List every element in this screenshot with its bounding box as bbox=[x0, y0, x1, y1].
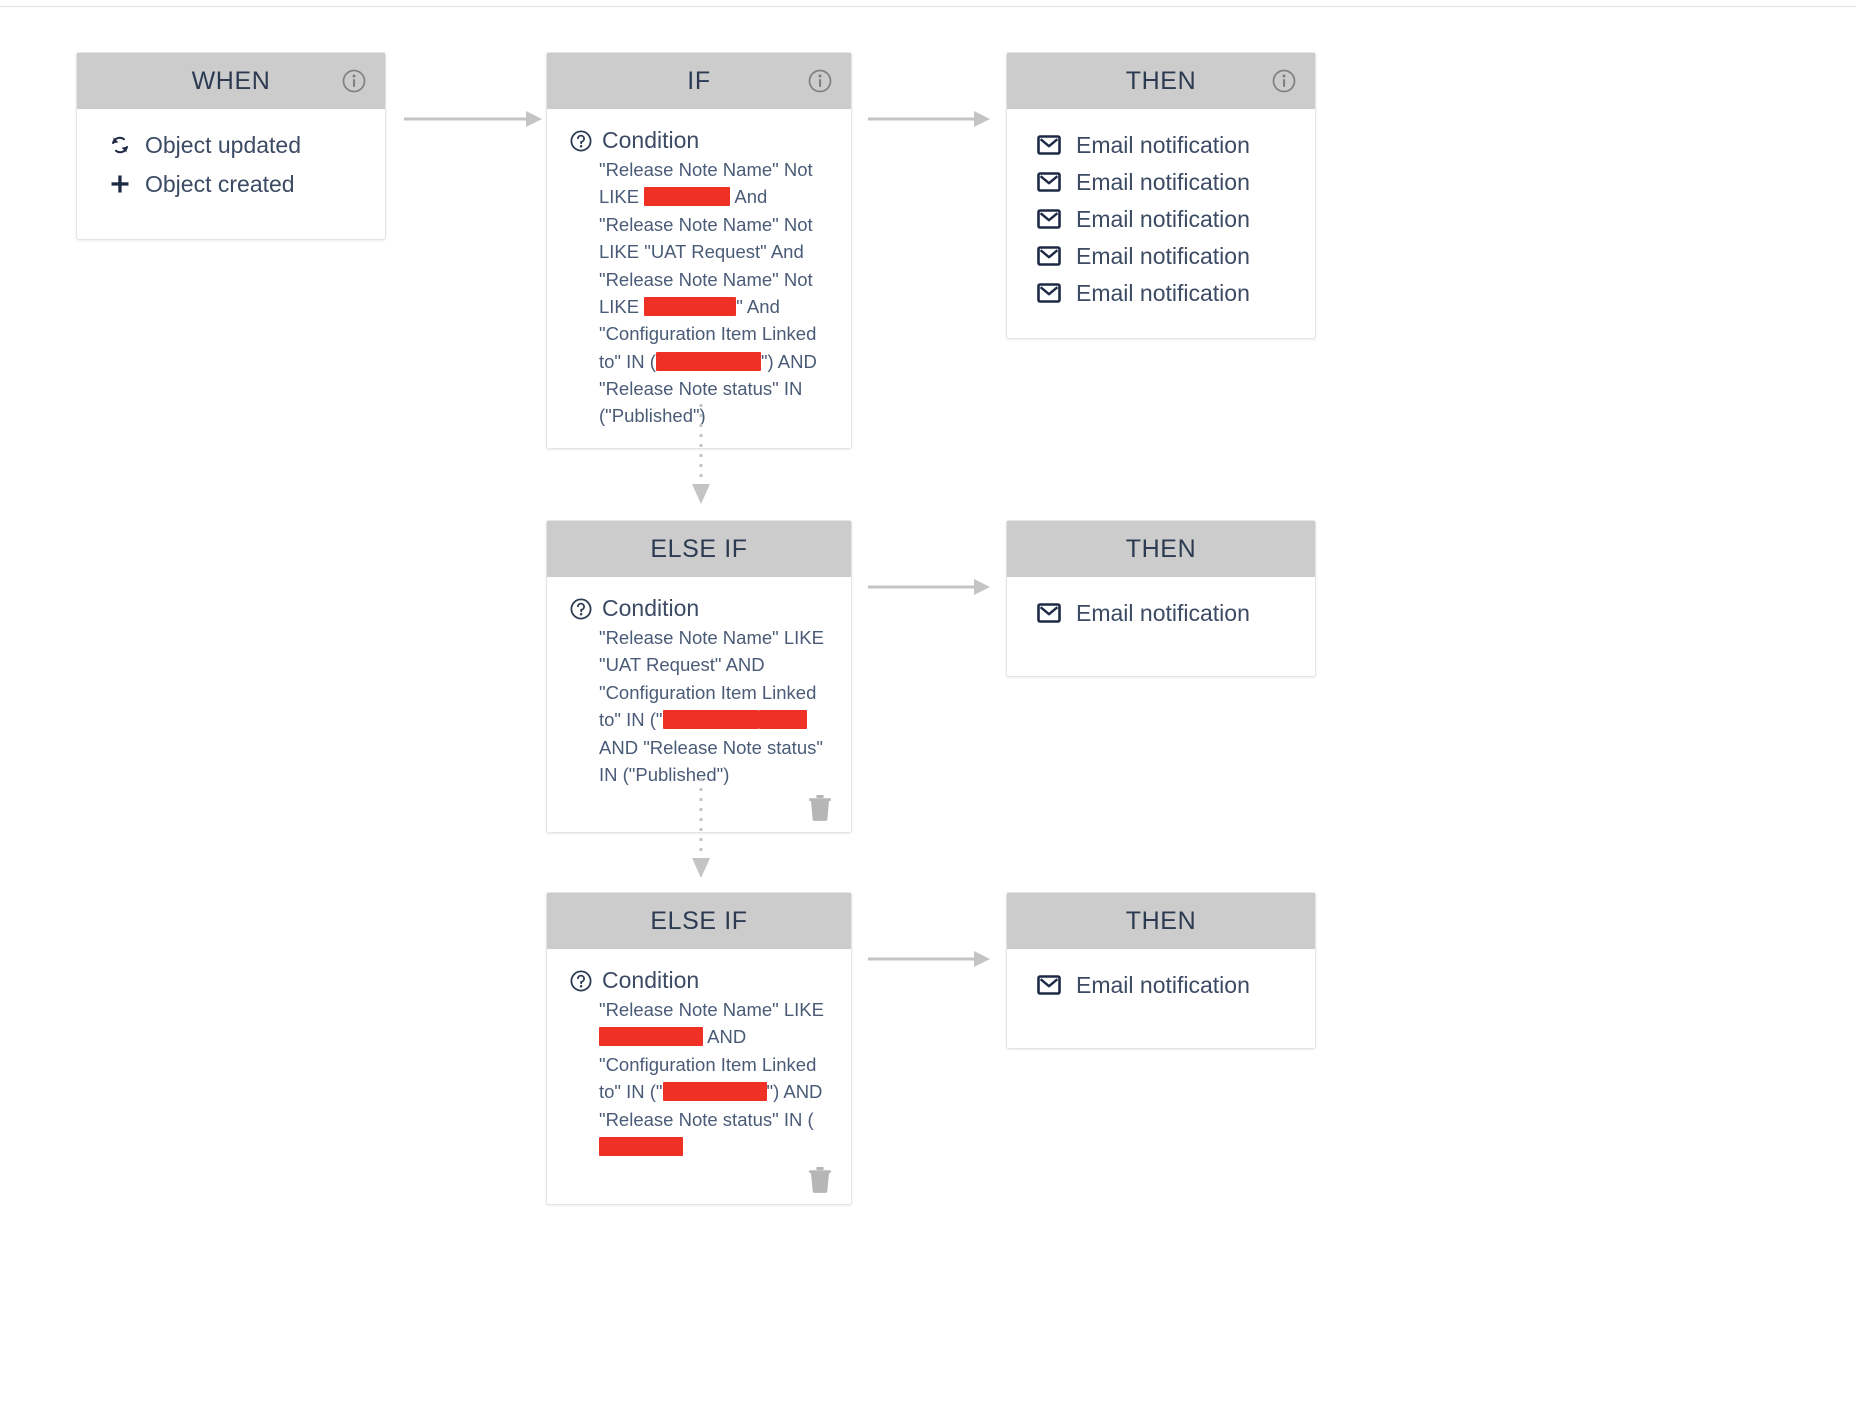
redacted-value bbox=[644, 296, 737, 316]
then-card-1-body: Email notification Email notification bbox=[1007, 109, 1315, 338]
action-label: Email notification bbox=[1076, 206, 1250, 232]
envelope-icon bbox=[1037, 601, 1063, 627]
action-row-email[interactable]: Email notification bbox=[1029, 595, 1295, 632]
else-if-2-condition-text: "Release Note Name" LIKE AND "Configurat… bbox=[599, 996, 831, 1160]
top-divider bbox=[0, 0, 1856, 7]
when-card-body: Object updated Object created bbox=[77, 109, 385, 239]
then-card-2[interactable]: THEN Email notification bbox=[1006, 520, 1316, 677]
action-row-email[interactable]: Email notification bbox=[1029, 238, 1295, 275]
then-card-2-body: Email notification bbox=[1007, 577, 1315, 676]
trigger-row-object-updated[interactable]: Object updated bbox=[99, 127, 365, 166]
condition-label: Condition bbox=[602, 595, 700, 621]
redacted-value bbox=[662, 710, 759, 730]
condition-title-row: Condition bbox=[569, 127, 831, 154]
then-card-2-header: THEN bbox=[1007, 521, 1315, 577]
trash-icon[interactable] bbox=[807, 794, 833, 822]
action-label: Email notification bbox=[1076, 972, 1250, 998]
then-card-1-title: THEN bbox=[1125, 67, 1197, 95]
then-card-1-header: THEN bbox=[1007, 53, 1315, 109]
info-icon[interactable] bbox=[341, 68, 367, 94]
if-card-header: IF bbox=[547, 53, 851, 109]
question-mark-icon bbox=[569, 597, 593, 621]
redacted-value bbox=[758, 710, 807, 730]
trash-icon[interactable] bbox=[807, 1166, 833, 1194]
if-card-title: IF bbox=[687, 67, 711, 95]
then-card-3[interactable]: THEN Email notification bbox=[1006, 892, 1316, 1049]
envelope-icon bbox=[1037, 170, 1063, 196]
if-card-body: Condition "Release Note Name" Not LIKE A… bbox=[547, 109, 851, 448]
else-if-card-2[interactable]: ELSE IF Condition "Release Note Name" LI… bbox=[546, 892, 852, 1206]
else-if-card-2-header: ELSE IF bbox=[547, 893, 851, 949]
else-if-card-1[interactable]: ELSE IF Condition "Release Note Name" LI… bbox=[546, 520, 852, 834]
else-if-card-1-title: ELSE IF bbox=[650, 535, 748, 563]
action-label: Email notification bbox=[1076, 169, 1250, 195]
else-if-card-1-header: ELSE IF bbox=[547, 521, 851, 577]
plus-icon bbox=[107, 173, 133, 195]
action-label: Email notification bbox=[1076, 600, 1250, 626]
action-row-email[interactable]: Email notification bbox=[1029, 201, 1295, 238]
else-if-1-condition-text: "Release Note Name" LIKE "UAT Request" A… bbox=[599, 627, 824, 785]
info-icon[interactable] bbox=[807, 68, 833, 94]
trigger-label: Object created bbox=[145, 170, 295, 197]
condition-label: Condition bbox=[602, 967, 700, 993]
arrow-elseif-2-to-then-3 bbox=[868, 948, 992, 970]
redacted-value bbox=[599, 1136, 683, 1156]
envelope-icon bbox=[1037, 133, 1063, 159]
action-label: Email notification bbox=[1076, 280, 1250, 306]
action-row-email[interactable]: Email notification bbox=[1029, 127, 1295, 164]
refresh-icon bbox=[107, 134, 133, 156]
when-card-title: WHEN bbox=[191, 67, 271, 95]
then-card-3-title: THEN bbox=[1125, 907, 1197, 935]
action-row-email[interactable]: Email notification bbox=[1029, 275, 1295, 312]
redacted-value bbox=[662, 1082, 767, 1102]
else-if-card-1-body: Condition "Release Note Name" LIKE "UAT … bbox=[547, 577, 851, 832]
arrow-elseif-1-to-then-2 bbox=[868, 576, 992, 598]
else-if-card-2-body: Condition "Release Note Name" LIKE AND "… bbox=[547, 949, 851, 1204]
action-row-email[interactable]: Email notification bbox=[1029, 164, 1295, 201]
action-row-email[interactable]: Email notification bbox=[1029, 967, 1295, 1004]
info-icon[interactable] bbox=[1271, 68, 1297, 94]
then-card-1[interactable]: THEN Email notification bbox=[1006, 52, 1316, 339]
question-mark-icon bbox=[569, 969, 593, 993]
envelope-icon bbox=[1037, 207, 1063, 233]
condition-title-row: Condition bbox=[569, 595, 831, 622]
else-if-card-2-title: ELSE IF bbox=[650, 907, 748, 935]
then-card-3-header: THEN bbox=[1007, 893, 1315, 949]
trigger-label: Object updated bbox=[145, 132, 302, 158]
if-condition-text: "Release Note Name" Not LIKE And "Releas… bbox=[599, 159, 817, 427]
action-label: Email notification bbox=[1076, 243, 1250, 269]
trigger-row-object-created[interactable]: Object created bbox=[99, 166, 365, 205]
envelope-icon bbox=[1037, 973, 1063, 999]
condition-label: Condition bbox=[602, 127, 700, 153]
arrow-when-to-if bbox=[404, 108, 544, 130]
envelope-icon bbox=[1037, 281, 1063, 307]
when-card-header: WHEN bbox=[77, 53, 385, 109]
arrow-if-to-then-1 bbox=[868, 108, 992, 130]
dotted-connector-elseif-1-to-elseif-2 bbox=[688, 778, 710, 884]
dotted-connector-if-to-elseif-1 bbox=[688, 404, 710, 510]
envelope-icon bbox=[1037, 244, 1063, 270]
then-card-2-title: THEN bbox=[1125, 535, 1197, 563]
condition-title-row: Condition bbox=[569, 967, 831, 994]
redacted-value bbox=[599, 1027, 703, 1047]
redacted-value bbox=[655, 351, 761, 371]
action-label: Email notification bbox=[1076, 132, 1250, 158]
if-card[interactable]: IF Condition "Rele bbox=[546, 52, 852, 449]
question-mark-icon bbox=[569, 129, 593, 153]
when-card[interactable]: WHEN Object update bbox=[76, 52, 386, 240]
then-card-3-body: Email notification bbox=[1007, 949, 1315, 1048]
redacted-value bbox=[644, 187, 731, 207]
